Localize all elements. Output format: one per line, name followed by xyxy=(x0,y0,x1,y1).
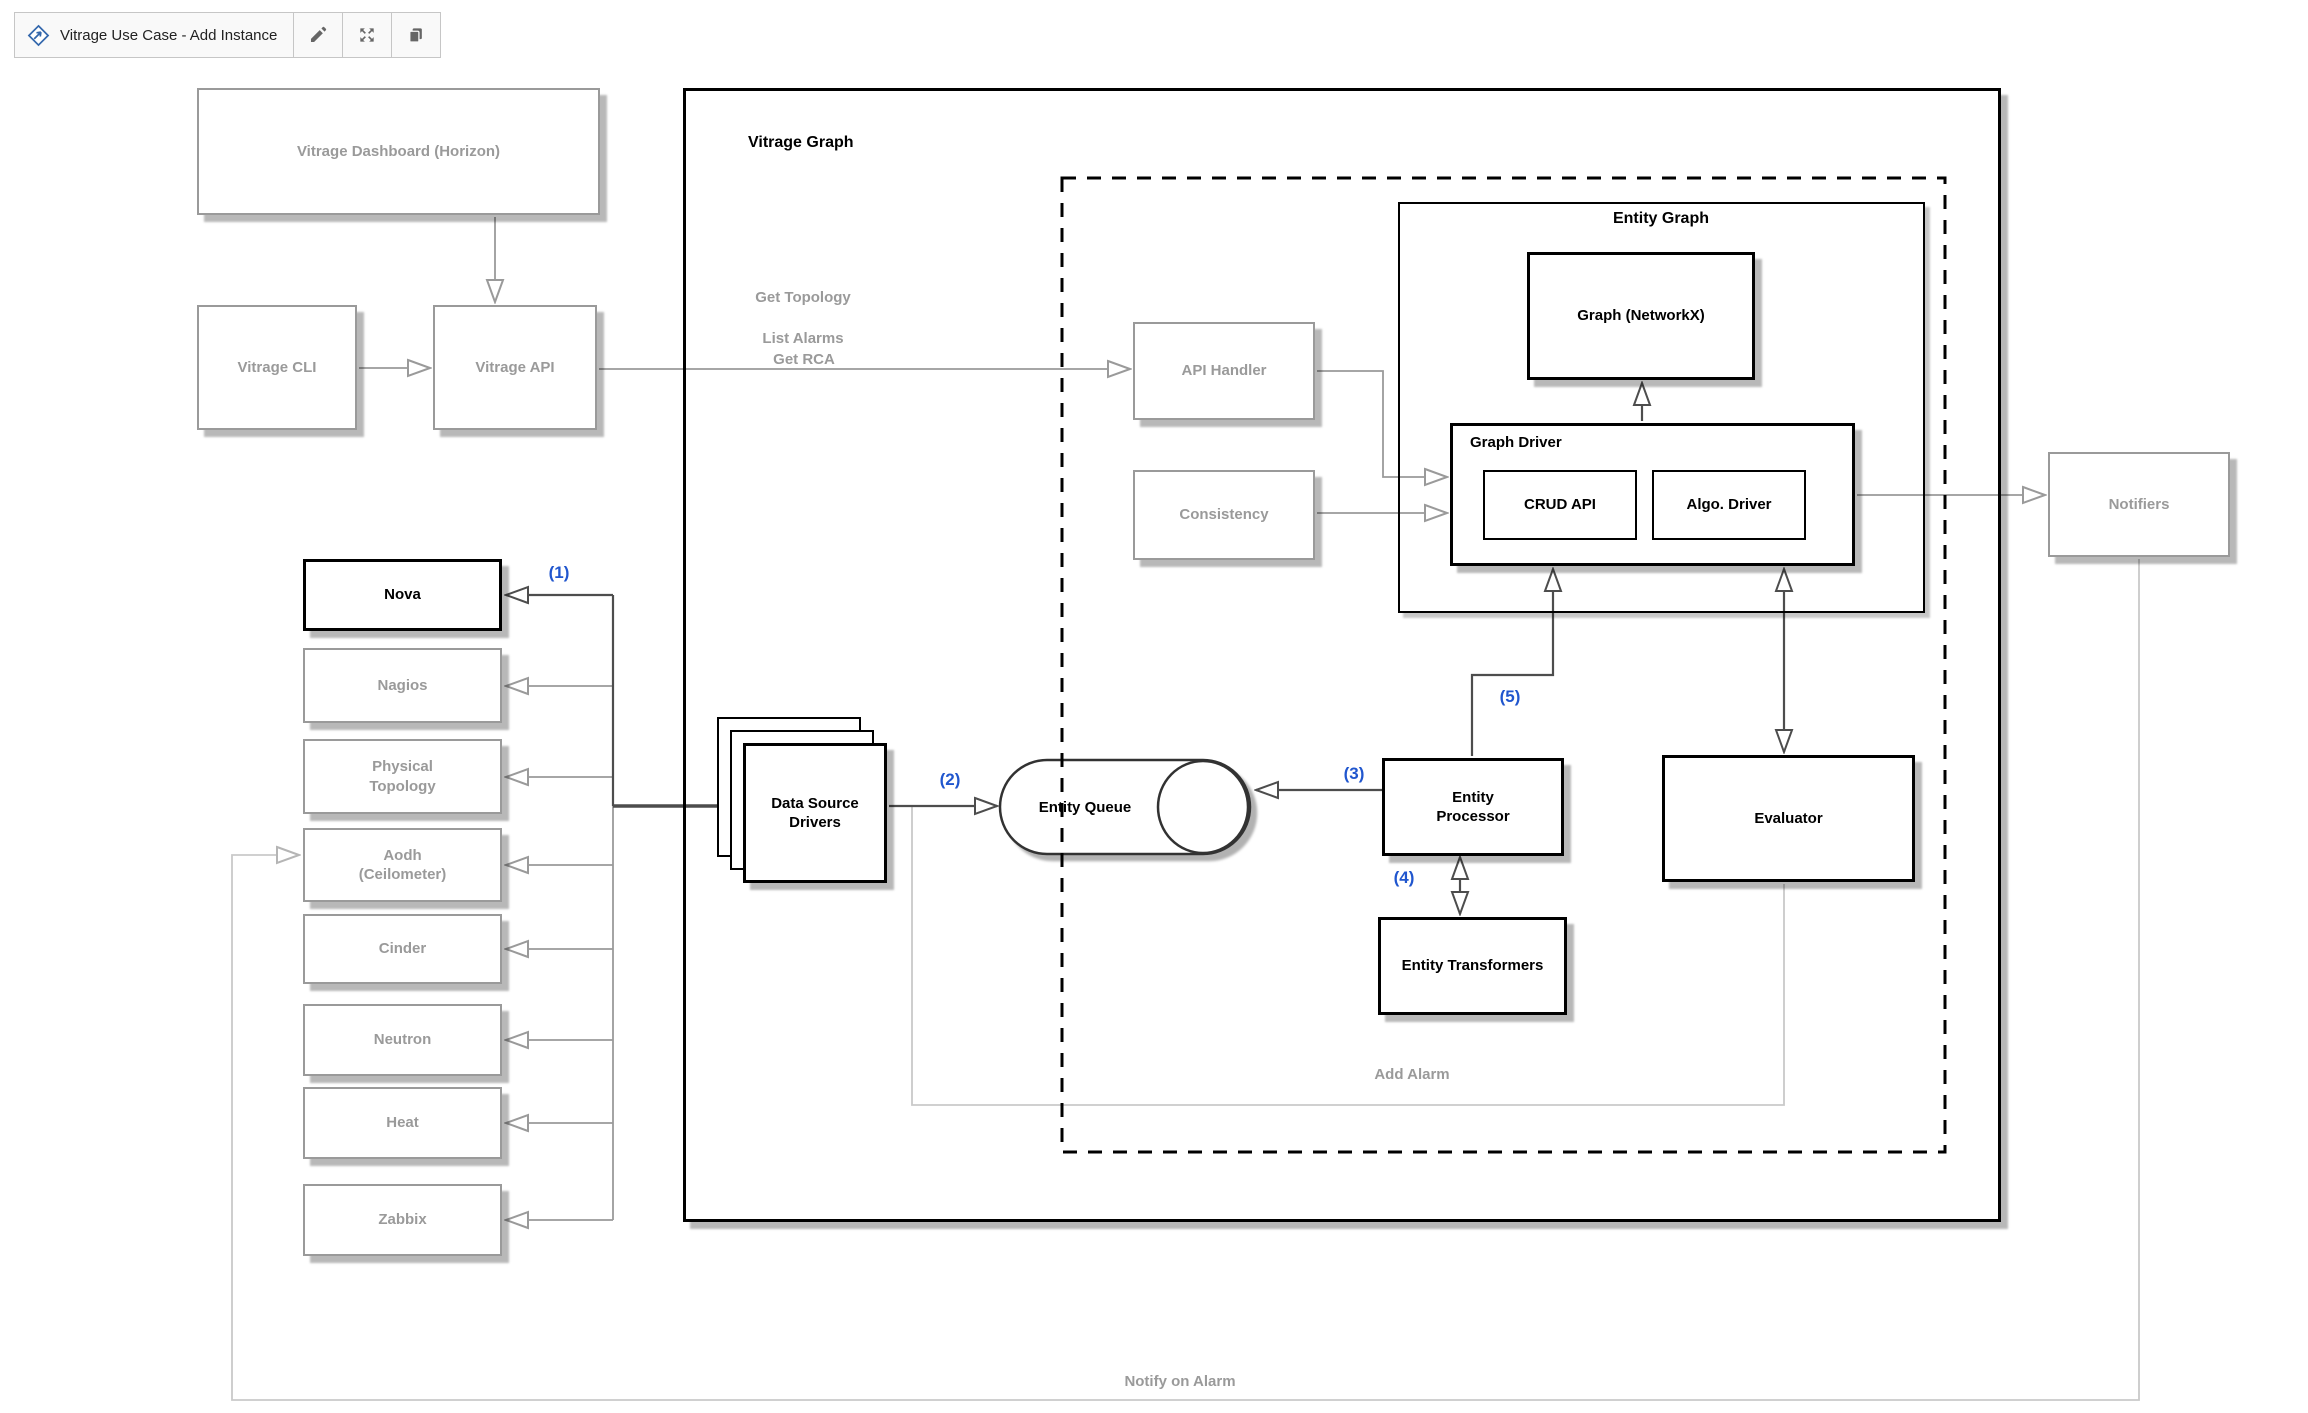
processing-dashed-boundary xyxy=(1060,176,1947,1154)
node-entity-queue-label: Entity Queue xyxy=(1038,798,1132,816)
node-crud-api: CRUD API xyxy=(1483,470,1637,540)
node-heat: Heat xyxy=(303,1087,502,1159)
fullscreen-button[interactable] xyxy=(342,13,391,57)
vitrage-graph-container xyxy=(683,88,2001,1222)
edge-apihandler-to-graphdriver xyxy=(1317,370,1447,477)
entity-graph-label: Entity Graph xyxy=(1612,210,1709,227)
node-vitrage-api: Vitrage API xyxy=(433,305,597,430)
node-evaluator: Evaluator xyxy=(1662,755,1915,882)
dark-connectors xyxy=(506,383,1784,914)
node-vitrage-cli-label: Vitrage CLI xyxy=(237,358,317,376)
node-crud-api-label: CRUD API xyxy=(1524,496,1596,514)
flow-label-list-alarms: List Alarms xyxy=(762,329,844,347)
vitrage-graph-label: Vitrage Graph xyxy=(748,134,854,151)
fullscreen-arrows-icon xyxy=(357,25,377,45)
step-label-3: (3) xyxy=(1343,764,1365,783)
node-nagios: Nagios xyxy=(303,648,502,723)
node-data-source-drivers: Data Source Drivers xyxy=(743,743,887,883)
entity-graph-container xyxy=(1398,202,1925,613)
node-graph-networkx-label: Graph (NetworkX) xyxy=(1577,307,1705,325)
node-zabbix: Zabbix xyxy=(303,1184,502,1256)
node-data-source-drivers-label: Data Source Drivers xyxy=(771,794,859,832)
viewer-toolbar: Vitrage Use Case - Add Instance xyxy=(14,12,442,58)
node-aodh: Aodh (Ceilometer) xyxy=(303,828,502,902)
node-entity-transformers: Entity Transformers xyxy=(1378,917,1567,1015)
node-vitrage-dashboard: Vitrage Dashboard (Horizon) xyxy=(197,88,600,215)
node-nova-label: Nova xyxy=(384,586,421,604)
node-vitrage-api-label: Vitrage API xyxy=(475,358,555,376)
node-cinder-label: Cinder xyxy=(378,940,427,958)
node-nova: Nova xyxy=(303,559,502,631)
diagram-logo-icon[interactable] xyxy=(27,24,50,47)
copy-button[interactable] xyxy=(391,13,440,57)
node-algo-driver-label: Algo. Driver xyxy=(1686,496,1772,514)
pencil-icon xyxy=(308,25,328,45)
step-label-4: (4) xyxy=(1393,868,1415,887)
edge-notify-on-alarm xyxy=(231,559,2140,1401)
diagram-title: Vitrage Use Case - Add Instance xyxy=(60,26,278,44)
flow-label-add-alarm: Add Alarm xyxy=(1374,1065,1450,1083)
node-vitrage-cli: Vitrage CLI xyxy=(197,305,357,430)
flow-label-notify-on-alarm: Notify on Alarm xyxy=(1124,1372,1236,1390)
node-heat-label: Heat xyxy=(386,1114,419,1132)
gray-connectors xyxy=(359,217,2045,1220)
flow-label-get-topology: Get Topology xyxy=(755,288,851,306)
node-algo-driver: Algo. Driver xyxy=(1652,470,1806,540)
node-consistency-label: Consistency xyxy=(1179,506,1269,524)
node-entity-processor-label: Entity Processor xyxy=(1436,788,1510,826)
node-entity-processor: Entity Processor xyxy=(1382,758,1564,856)
toolbar-title-cell: Vitrage Use Case - Add Instance xyxy=(15,13,293,57)
node-consistency: Consistency xyxy=(1133,470,1315,560)
node-api-handler-label: API Handler xyxy=(1181,362,1267,380)
node-entity-transformers-label: Entity Transformers xyxy=(1401,957,1544,975)
node-physical-topology-label: Physical Topology xyxy=(369,758,436,795)
node-neutron: Neutron xyxy=(303,1004,502,1076)
node-aodh-label: Aodh (Ceilometer) xyxy=(358,846,447,884)
edge-processor-to-graphdriver xyxy=(1470,569,1553,756)
edge-add-alarm xyxy=(911,806,1785,1106)
node-evaluator-label: Evaluator xyxy=(1754,809,1823,827)
node-graph-networkx: Graph (NetworkX) xyxy=(1527,252,1755,380)
step-label-2: (2) xyxy=(939,770,961,789)
flow-label-get-rca: Get RCA xyxy=(773,350,835,368)
node-vitrage-dashboard-label: Vitrage Dashboard (Horizon) xyxy=(296,142,501,160)
node-cinder: Cinder xyxy=(303,914,502,984)
feedback-paths xyxy=(231,559,2140,1401)
edit-button[interactable] xyxy=(293,13,342,57)
node-physical-topology: Physical Topology xyxy=(303,739,502,814)
node-nagios-label: Nagios xyxy=(377,676,428,694)
node-notifiers: Notifiers xyxy=(2048,452,2230,557)
node-zabbix-label: Zabbix xyxy=(378,1211,427,1229)
graph-driver-label: Graph Driver xyxy=(1470,433,1562,451)
node-notifiers-label: Notifiers xyxy=(2108,495,2170,513)
step-label-1: (1) xyxy=(548,563,570,582)
node-api-handler: API Handler xyxy=(1133,322,1315,420)
copy-icon xyxy=(406,25,426,45)
node-neutron-label: Neutron xyxy=(373,1031,432,1049)
step-label-5: (5) xyxy=(1499,687,1521,706)
